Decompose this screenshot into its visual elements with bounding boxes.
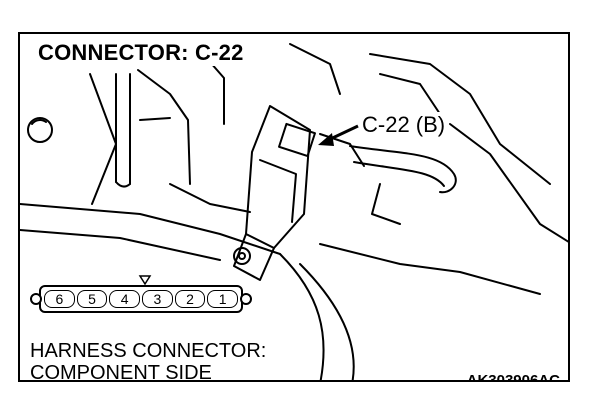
connector-pin-number: 1 bbox=[218, 291, 227, 307]
connector-pin: 3 bbox=[142, 290, 173, 308]
engine-bay-illustration bbox=[20, 43, 568, 380]
connector-pin: 2 bbox=[174, 290, 206, 308]
connector-pin-number: 5 bbox=[88, 291, 96, 307]
connector-pin-number: 3 bbox=[153, 291, 162, 307]
connector-pin: 6 bbox=[44, 290, 75, 308]
caption-line-2: COMPONENT SIDE bbox=[30, 362, 212, 382]
connector-pin: 1 bbox=[207, 290, 239, 308]
page-title: CONNECTOR: C-22 bbox=[34, 40, 248, 66]
caption: HARNESS CONNECTOR: COMPONENT SIDE bbox=[30, 340, 267, 382]
connector-callout: C-22 (B) bbox=[360, 112, 448, 138]
diagram-frame: 6 5 4 3 2 1 CONNECTOR: C-22 C-22 (B) HARNESS … bbox=[18, 32, 570, 382]
connector-pin: 5 bbox=[76, 290, 108, 308]
figure-code: AK303906AC bbox=[466, 372, 560, 382]
caption-line-1: HARNESS CONNECTOR: bbox=[30, 340, 267, 362]
connector-pin-number: 2 bbox=[186, 291, 194, 307]
connector-pins: 6 5 4 3 2 1 bbox=[44, 290, 239, 308]
connector-pin: 4 bbox=[109, 290, 141, 308]
connector-pin-number: 4 bbox=[120, 291, 129, 307]
connector-pin-number: 6 bbox=[55, 291, 64, 307]
